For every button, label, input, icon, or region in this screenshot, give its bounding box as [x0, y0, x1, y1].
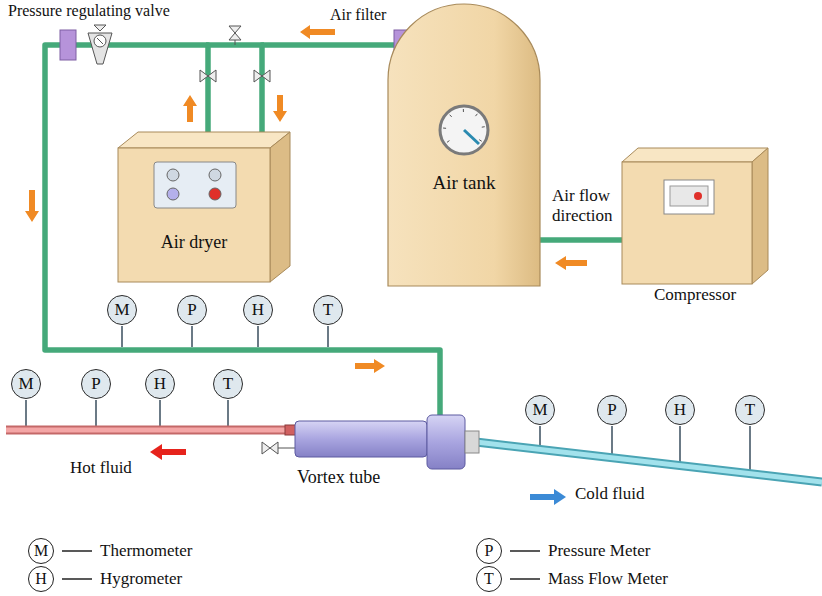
box-front [118, 148, 270, 282]
part-label: Air filter [330, 6, 386, 24]
dryer-outline [118, 132, 290, 282]
gauge-symbol: H [145, 369, 175, 399]
box-side [752, 148, 768, 284]
vortex-side-valve [262, 442, 295, 454]
cold-outlet [465, 431, 479, 453]
node-label: T [323, 300, 333, 320]
gauge-symbol: P [177, 295, 207, 325]
hot-fluid-pipe [6, 430, 292, 431]
equipment-box: Compressor [622, 148, 774, 308]
legend-dash [508, 548, 542, 554]
node-label: P [607, 400, 616, 420]
node-label: H [154, 374, 166, 394]
top-valve [229, 26, 241, 45]
equipment-box: Air dryer [118, 132, 290, 282]
gauge-symbol: T [213, 369, 243, 399]
legend-entry: P Pressure Meter [476, 538, 650, 564]
gauge-stems [26, 326, 750, 470]
legend-entry: M Thermometer [28, 538, 193, 564]
legend-text: Mass Flow Meter [548, 569, 668, 589]
legend-text: Pressure Meter [548, 541, 650, 561]
air-pipe [262, 45, 397, 132]
legend-dash [60, 576, 94, 582]
vortex-chamber [427, 415, 465, 469]
cold-flow-arrow [530, 489, 566, 505]
box-front [622, 162, 752, 284]
legend-symbol: T [476, 566, 502, 592]
equipment-box: Air tank [388, 4, 540, 286]
gauge-symbol: T [313, 295, 343, 325]
part-label: Pressure regulating valve [8, 2, 170, 20]
gauge-symbol: M [107, 295, 137, 325]
legend-letter: T [484, 570, 494, 588]
legend-letter: M [34, 542, 48, 560]
pressure-dial [440, 106, 488, 154]
box-side [270, 132, 290, 282]
node-label: Vortex tube [297, 467, 380, 488]
legend-symbol: M [28, 538, 54, 564]
node-label: M [114, 300, 129, 320]
equipment-box: Vortex tube [285, 415, 485, 489]
node-label: T [223, 374, 233, 394]
control-panel [154, 162, 236, 208]
legend-entry: T Mass Flow Meter [476, 566, 668, 592]
gauge-symbol: T [735, 395, 765, 425]
air-pipe [45, 45, 440, 415]
comp-outline [622, 148, 774, 308]
node-label: Compressor [654, 285, 736, 305]
cold-fluid-pipe [476, 442, 822, 482]
node-label: Air dryer [161, 232, 227, 253]
legend-text: Hygrometer [100, 569, 182, 589]
legend-dash [60, 548, 94, 554]
hot-flow-arrow [150, 444, 186, 460]
node-label: M [18, 374, 33, 394]
node-label: M [532, 400, 547, 420]
node-label: Air tank [433, 172, 496, 194]
legend-symbol: P [476, 538, 502, 564]
part-label: Cold fluid [575, 484, 644, 504]
part-label: Hot fluid [70, 458, 132, 478]
legend-letter: H [35, 570, 47, 588]
control-panel [664, 180, 714, 214]
gauge-symbol: M [11, 369, 41, 399]
gauge-symbol: H [243, 295, 273, 325]
legend-symbol: H [28, 566, 54, 592]
legend-entry: H Hygrometer [28, 566, 182, 592]
part-label: Air flow direction [552, 186, 644, 225]
node-label: H [674, 400, 686, 420]
gauge-symbol: P [81, 369, 111, 399]
legend-dash [508, 576, 542, 582]
node-label: H [252, 300, 264, 320]
box-top [622, 148, 768, 162]
air-filter-symbol [60, 30, 410, 60]
gauge-symbol: M [525, 395, 555, 425]
node-label: T [745, 400, 755, 420]
tube-body [295, 421, 427, 457]
tank-outline [388, 4, 540, 286]
box-top [118, 132, 290, 148]
legend-letter: P [485, 542, 494, 560]
tank-body [388, 4, 540, 286]
pressure-regulating-valve-symbol [88, 25, 112, 64]
gauge-symbol: P [597, 395, 627, 425]
legend-text: Thermometer [100, 541, 193, 561]
gauge-symbol: H [665, 395, 695, 425]
node-label: P [187, 300, 196, 320]
branch-valves [200, 70, 270, 82]
air-pipe [540, 237, 622, 243]
node-label: P [91, 374, 100, 394]
